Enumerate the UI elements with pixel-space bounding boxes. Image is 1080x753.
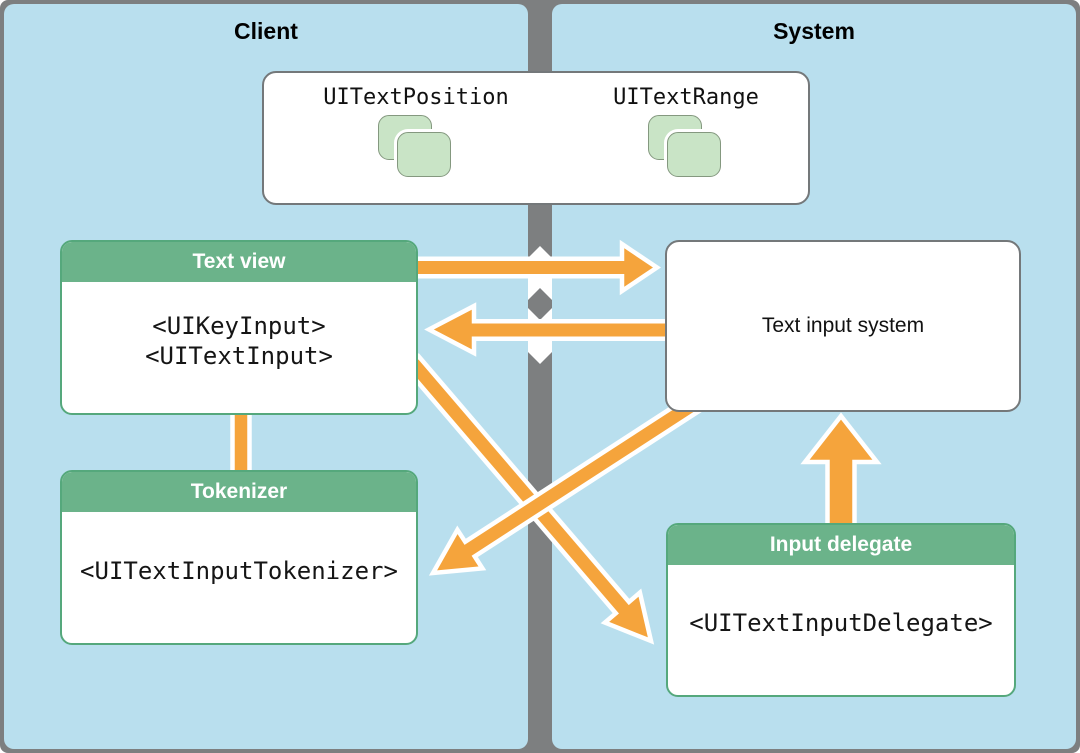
system-panel-title: System [773,18,855,44]
protocol-line: <UIKeyInput> [152,311,326,340]
square-front-icon [397,132,451,177]
position-range-protocols-box: UITextPosition UITextRange [262,71,810,205]
uitextrange-group: UITextRange [576,85,796,181]
input-delegate-box: Input delegate <UITextInputDelegate> [666,523,1016,697]
text-view-protocols: <UIKeyInput> <UITextInput> [62,282,416,413]
tokenizer-box: Tokenizer <UITextInputTokenizer> [60,470,418,645]
input-delegate-protocols: <UITextInputDelegate> [668,565,1014,691]
uitextrange-label: UITextRange [613,85,759,110]
uitextposition-label: UITextPosition [323,85,509,110]
text-view-header: Text view [62,242,416,282]
tokenizer-protocols: <UITextInputTokenizer> [62,512,416,643]
tokenizer-header: Tokenizer [62,472,416,512]
arrow-text-input-system-to-text-view [424,302,671,357]
text-input-system-box: Text input system [665,240,1021,412]
text-input-system-label: Text input system [761,314,925,337]
square-front-icon [667,132,721,177]
protocol-line: <UITextInputDelegate> [689,609,993,637]
arrow-text-view-to-text-input-system [412,239,662,296]
input-delegate-header: Input delegate [668,525,1014,565]
arrow-text-input-system-to-tokenizer [428,389,708,576]
protocol-line: <UITextInputTokenizer> [80,556,398,585]
uitextposition-group: UITextPosition [306,85,526,181]
protocol-line: <UITextInput> [145,341,333,370]
client-panel-title: Client [234,18,298,44]
connector-text-view-to-tokenizer [230,403,252,481]
stacked-rounded-squares-icon [648,115,724,181]
stacked-rounded-squares-icon [378,115,454,181]
text-view-box: Text view <UIKeyInput> <UITextInput> [60,240,418,415]
arrow-input-delegate-to-text-input-system [800,412,882,533]
